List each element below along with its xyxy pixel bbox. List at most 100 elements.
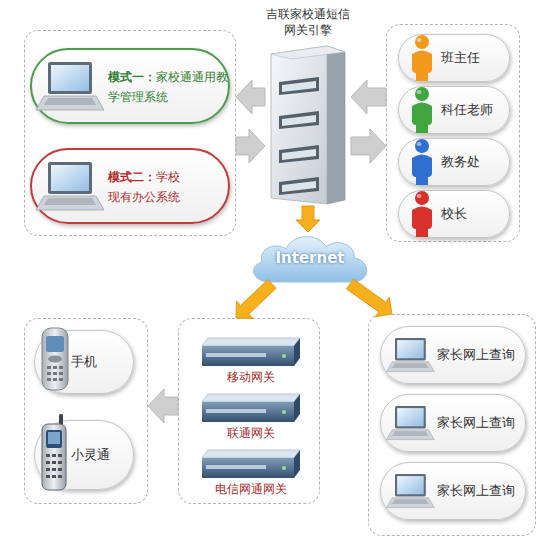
laptop-icon (387, 474, 435, 508)
tower-window (279, 77, 319, 95)
node-label: 模式二： (108, 170, 156, 184)
tower-window (279, 111, 319, 129)
rounded-box: 家长网上查询 (380, 394, 526, 452)
node-label: 校长 (441, 191, 507, 237)
rounded-box: 家长网上查询 (380, 462, 526, 520)
tower-front (271, 46, 327, 204)
rounded-box: 科任老师 (398, 86, 510, 134)
server-light (282, 466, 286, 470)
node-label: 吉联家校通短信网关引擎 (265, 6, 351, 38)
node-label: 小灵通 (71, 421, 131, 489)
tower-window (282, 81, 316, 92)
text-area: 班主任 (441, 35, 507, 81)
text-area: 模式二：学校现有办公系统 (108, 167, 182, 207)
group-box: 移动网关联通网关电信网通网关 (178, 318, 320, 504)
group-box: 手机小灵通 (24, 318, 148, 504)
rounded-box: 小灵通 (34, 420, 134, 490)
flow-arrow (236, 80, 265, 114)
server-stripe (206, 353, 266, 357)
node-label: 联通网关 (196, 424, 306, 442)
flow-arrow (347, 279, 392, 317)
tower-window (282, 181, 316, 192)
server-front (202, 402, 294, 422)
gateway-engine: 吉联家校通短信网关引擎 (265, 6, 351, 206)
node-label: 科任老师 (441, 87, 507, 133)
server-top (202, 394, 300, 402)
text-area: 教务处 (441, 139, 507, 185)
tower-window (279, 177, 319, 195)
rounded-box: 家长网上查询 (380, 326, 526, 384)
laptop-icon (36, 62, 104, 110)
person-icon (412, 87, 432, 133)
tower-top (271, 46, 345, 59)
server-side (294, 338, 300, 366)
person-icon (412, 191, 432, 237)
node-label: 手机 (71, 331, 131, 393)
tower-window (282, 149, 316, 160)
tower-window (279, 145, 319, 163)
flow-arrow (296, 206, 320, 232)
text-area: 科任老师 (441, 87, 507, 133)
text-area: 联通网关 (196, 424, 306, 442)
server-front (202, 346, 294, 366)
server-light (282, 354, 286, 358)
text-area: Internet (246, 232, 374, 284)
server-side (294, 394, 300, 422)
rounded-box: 模式二：学校现有办公系统 (30, 148, 230, 224)
rounded-box: 手机 (34, 330, 134, 394)
laptop-icon (387, 406, 435, 440)
gateway-server: 联通网关 (196, 392, 306, 444)
node-label: 家长网上查询 (437, 395, 523, 451)
laptop-icon (387, 338, 435, 372)
gateway-server: 移动网关 (196, 336, 306, 388)
text-area: 小灵通 (71, 421, 131, 489)
group-box: 家长网上查询家长网上查询家长网上查询 (368, 314, 536, 536)
text-area: 手机 (71, 331, 131, 393)
rounded-box: 校长 (398, 190, 510, 238)
flow-arrow (236, 129, 265, 163)
rounded-box: 班主任 (398, 34, 510, 82)
flow-arrow (351, 80, 386, 114)
node-label: 班主任 (441, 35, 507, 81)
server-stripe (206, 465, 266, 469)
server-side (294, 450, 300, 478)
node-label: 家长网上查询 (437, 463, 523, 519)
server-top (202, 338, 300, 346)
flow-arrow (236, 280, 276, 319)
text-area: 模式一：家校通通用教学管理系统 (108, 67, 230, 107)
server-stripe (206, 409, 266, 413)
text-area: 校长 (441, 191, 507, 237)
tower-side (327, 46, 345, 204)
text-area: 电信网通网关 (196, 480, 306, 498)
node-label: Internet (246, 232, 374, 284)
text-area: 家长网上查询 (437, 395, 523, 451)
flow-arrow (351, 129, 386, 163)
node-label: 模式一： (108, 70, 156, 84)
node-label: 教务处 (441, 139, 507, 185)
flow-arrow (148, 389, 178, 423)
node-label: 家长网上查询 (437, 327, 523, 383)
text-area: 移动网关 (196, 368, 306, 386)
text-area: 家长网上查询 (437, 327, 523, 383)
node-label: 电信网通网关 (196, 480, 306, 498)
person-icon (412, 35, 432, 81)
mobile-phone-icon (42, 328, 68, 390)
node-label: 移动网关 (196, 368, 306, 386)
rounded-box: 教务处 (398, 138, 510, 186)
server-light (282, 410, 286, 414)
text-area: 家长网上查询 (437, 463, 523, 519)
rounded-box: 模式一：家校通通用教学管理系统 (30, 48, 230, 124)
server-front (202, 458, 294, 478)
tower-window (282, 115, 316, 126)
internet-cloud: Internet (246, 232, 374, 284)
group-box: 模式一：家校通通用教学管理系统模式二：学校现有办公系统 (24, 30, 236, 236)
gateway-server: 电信网通网关 (196, 448, 306, 500)
laptop-icon (36, 162, 104, 210)
phs-phone-icon (42, 414, 66, 490)
group-box: 班主任科任老师教务处校长 (386, 24, 520, 242)
text-area: 吉联家校通短信网关引擎 (265, 6, 351, 38)
person-icon (412, 139, 432, 185)
server-top (202, 450, 300, 458)
